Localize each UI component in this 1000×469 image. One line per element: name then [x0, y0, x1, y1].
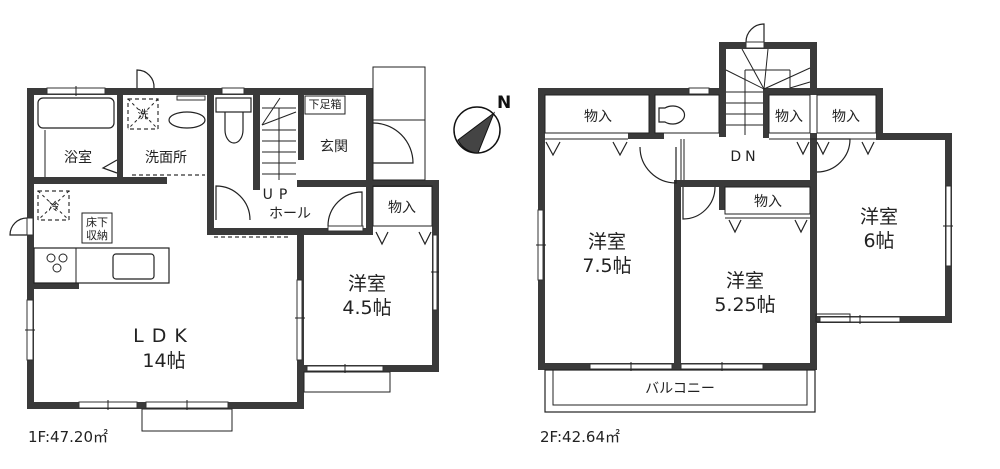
stairs-down: [725, 48, 811, 135]
hall-up-label: UP: [263, 187, 294, 203]
hall-label: ホール: [269, 206, 311, 222]
stairs-up: [261, 97, 297, 180]
closet-2f-right-label: 物入: [832, 109, 860, 125]
floor-2-area: 2F:42.64㎡: [540, 428, 620, 446]
shoe-box-label: 下足箱: [309, 97, 342, 111]
ldk-size: 14帖: [142, 350, 185, 372]
washroom-label: 洗面所: [145, 150, 187, 166]
western-room-4-5-name: 洋室: [348, 273, 386, 295]
closet-2f-left-label: 物入: [584, 109, 612, 125]
north-label: N: [497, 93, 511, 113]
western-room-5-25-name: 洋室: [726, 270, 764, 292]
stair-down-label: DN: [730, 149, 759, 165]
underfloor-storage-label-2: 収納: [86, 229, 108, 242]
closet-2f-middle-label: 物入: [754, 194, 782, 210]
western-room-6-size: 6帖: [863, 230, 894, 252]
floor-2-plan: 物入 物入 物入 物入 DN 洋室 7.5帖 洋室 5.25帖 洋室 6帖 バル…: [536, 23, 953, 446]
balcony-label: バルコニー: [645, 381, 715, 397]
entrance-label: 玄関: [320, 138, 348, 155]
floor-1-area: 1F:47.20㎡: [28, 428, 108, 446]
western-room-4-5-size: 4.5帖: [342, 297, 391, 319]
fridge-mark: 冷: [49, 200, 60, 213]
western-room-7-5-size: 7.5帖: [582, 255, 631, 277]
closet-1f-label: 物入: [388, 200, 416, 216]
underfloor-storage-label-1: 床下: [86, 215, 108, 229]
washer-mark: 洗: [138, 108, 149, 121]
bath-label: 浴室: [64, 149, 92, 166]
western-room-5-25-size: 5.25帖: [714, 294, 775, 316]
compass-icon: N: [453, 93, 511, 154]
floor-1-plan: 浴室 洗面所 洗 冷 床下 収納 下足箱 玄関 UP ホール 物入 洋室 4.5…: [9, 66, 439, 446]
ldk-name: LDK: [133, 325, 195, 347]
western-room-6-name: 洋室: [860, 206, 898, 228]
western-room-7-5-name: 洋室: [588, 231, 626, 253]
closet-2f-stair-label: 物入: [775, 109, 803, 125]
